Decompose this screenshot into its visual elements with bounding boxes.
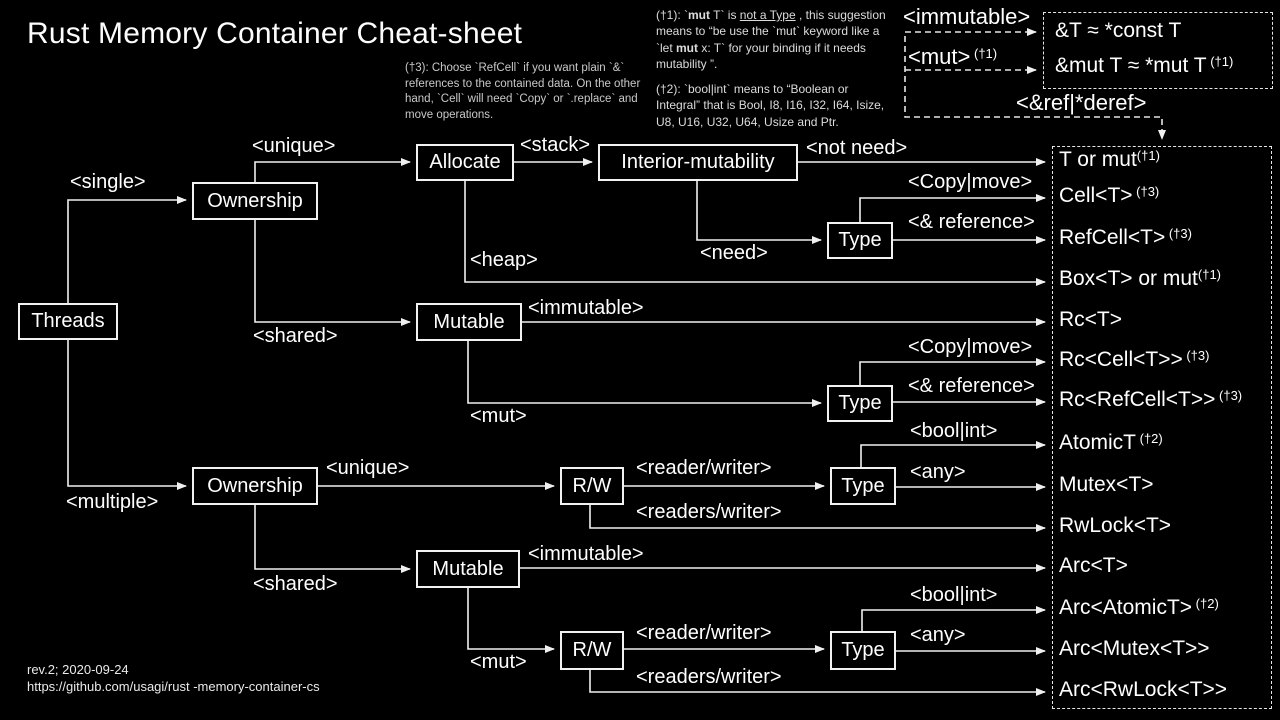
edge-label-readers-writer2: <readers/writer> [636,666,782,688]
edge-label-shared2: <shared> [253,573,338,595]
edge-line-unique1 [254,158,411,182]
footnote-1: (†1): `mut T` is not a Type , this sugge… [656,8,886,71]
reference-equation-box [1043,12,1273,89]
result-rwlock: RwLock<T> [1059,514,1172,537]
result-mutex: Mutex<T> [1059,473,1154,496]
result-arc-rwlock: Arc<RwLock<T>> [1059,678,1228,701]
edge-label-any2: <any> [910,624,966,646]
edge-label-mut-top: <mut> (†1) [908,44,998,69]
edge-label-immutable1: <immutable> [528,297,644,319]
result-rc: Rc<T> [1059,308,1123,331]
equation-mut-ref: &mut T ≈ *mut T (†1) [1055,54,1234,77]
result-atomict: AtomicT (†2) [1059,431,1163,454]
result-rc-cell: Rc<Cell<T>> (†3) [1059,348,1210,371]
edge-label-multiple: <multiple> [66,491,159,513]
edge-line-bool-int1 [860,441,1046,467]
edge-label-single: <single> [70,171,146,193]
result-t-or-mut: T or mut(†1) [1059,148,1160,171]
node-interior-mutability: Interior-mutability [598,144,798,181]
edge-line-readers-writer2 [589,670,1046,696]
edge-label-shared1: <shared> [253,325,338,347]
footnote-2: (†2): `bool|int` means to “Boolean or In… [656,82,885,129]
node-type-stack: Type [827,222,893,259]
edge-label-immutable-top: <immutable> [903,4,1031,29]
node-mutable-multiple: Mutable [416,550,520,588]
node-rw-shared: R/W [560,631,624,670]
revision-text: rev.2; 2020-09-24 [27,662,129,677]
node-allocate: Allocate [416,144,514,181]
result-arc-mutex: Arc<Mutex<T>> [1059,637,1210,660]
result-arc-atomict: Arc<AtomicT> (†2) [1059,596,1219,619]
edge-label-not-need: <not need> [806,137,908,159]
edge-line-ref-deref [904,36,1166,140]
edge-label-mut2: <mut> [470,651,527,673]
edge-label-bool-int1: <bool|int> [910,420,998,442]
result-arc: Arc<T> [1059,554,1128,577]
edge-label-need: <need> [700,242,768,264]
edge-label-readers-writer1: <readers/writer> [636,501,782,523]
edge-line-multiple [67,340,187,490]
node-ownership-single: Ownership [192,182,318,220]
result-box-or-mut: Box<T> or mut(†1) [1059,267,1222,290]
edge-line-copy-move1 [859,194,1046,222]
edge-line-shared1 [254,219,411,326]
node-type-sync: Type [830,467,896,505]
node-threads: Threads [18,303,118,340]
equation-ref-const: &T ≈ *const T [1055,19,1182,42]
result-types-box [1052,146,1272,709]
result-refcell: RefCell<T> (†3) [1059,226,1192,249]
edge-label-ref-deref: <&ref|*deref> [1016,90,1147,115]
edge-label-reader-writer1: <reader/writer> [636,457,772,479]
edge-line-heap [464,181,1046,286]
repo-url-text: https://github.com/usagi/rust -memory-co… [27,679,320,694]
result-cell: Cell<T> (†3) [1059,184,1160,207]
edge-label-copy-move1: <Copy|move> [908,171,1033,193]
edge-line-mut2 [467,588,555,653]
page-title: Rust Memory Container Cheat-sheet [27,17,523,50]
node-ownership-multiple: Ownership [192,467,318,505]
edge-line-bool-int2 [861,606,1046,631]
edge-label-any1: <any> [910,461,966,483]
edge-label-immutable2: <immutable> [528,543,644,565]
edge-label-reader-writer2: <reader/writer> [636,622,772,644]
edge-line-shared2 [254,505,411,573]
edge-label-unique2: <unique> [326,457,410,479]
node-rw-unique: R/W [560,467,624,505]
node-type-rc: Type [827,385,893,422]
edge-line-readers-writer1 [589,505,1046,532]
edge-line-need [696,181,822,244]
edge-label-bool-int2: <bool|int> [910,584,998,606]
edge-label-reference2: <& reference> [908,375,1035,397]
footnote-3: (†3): Choose `RefCell` if you want plain… [405,62,641,121]
edge-label-copy-move2: <Copy|move> [908,336,1033,358]
edge-label-heap: <heap> [470,249,538,271]
edge-line-mut1 [467,341,822,407]
edge-label-reference1: <& reference> [908,211,1035,233]
edge-label-stack: <stack> [520,134,591,156]
result-rc-refcell: Rc<RefCell<T>> (†3) [1059,388,1243,411]
edge-line-single [67,196,187,303]
node-type-arc: Type [830,631,896,670]
edge-label-mut1: <mut> [470,405,527,427]
edge-label-unique1: <unique> [252,135,336,157]
edge-line-copy-move2 [859,358,1046,385]
node-mutable-single: Mutable [416,303,522,341]
